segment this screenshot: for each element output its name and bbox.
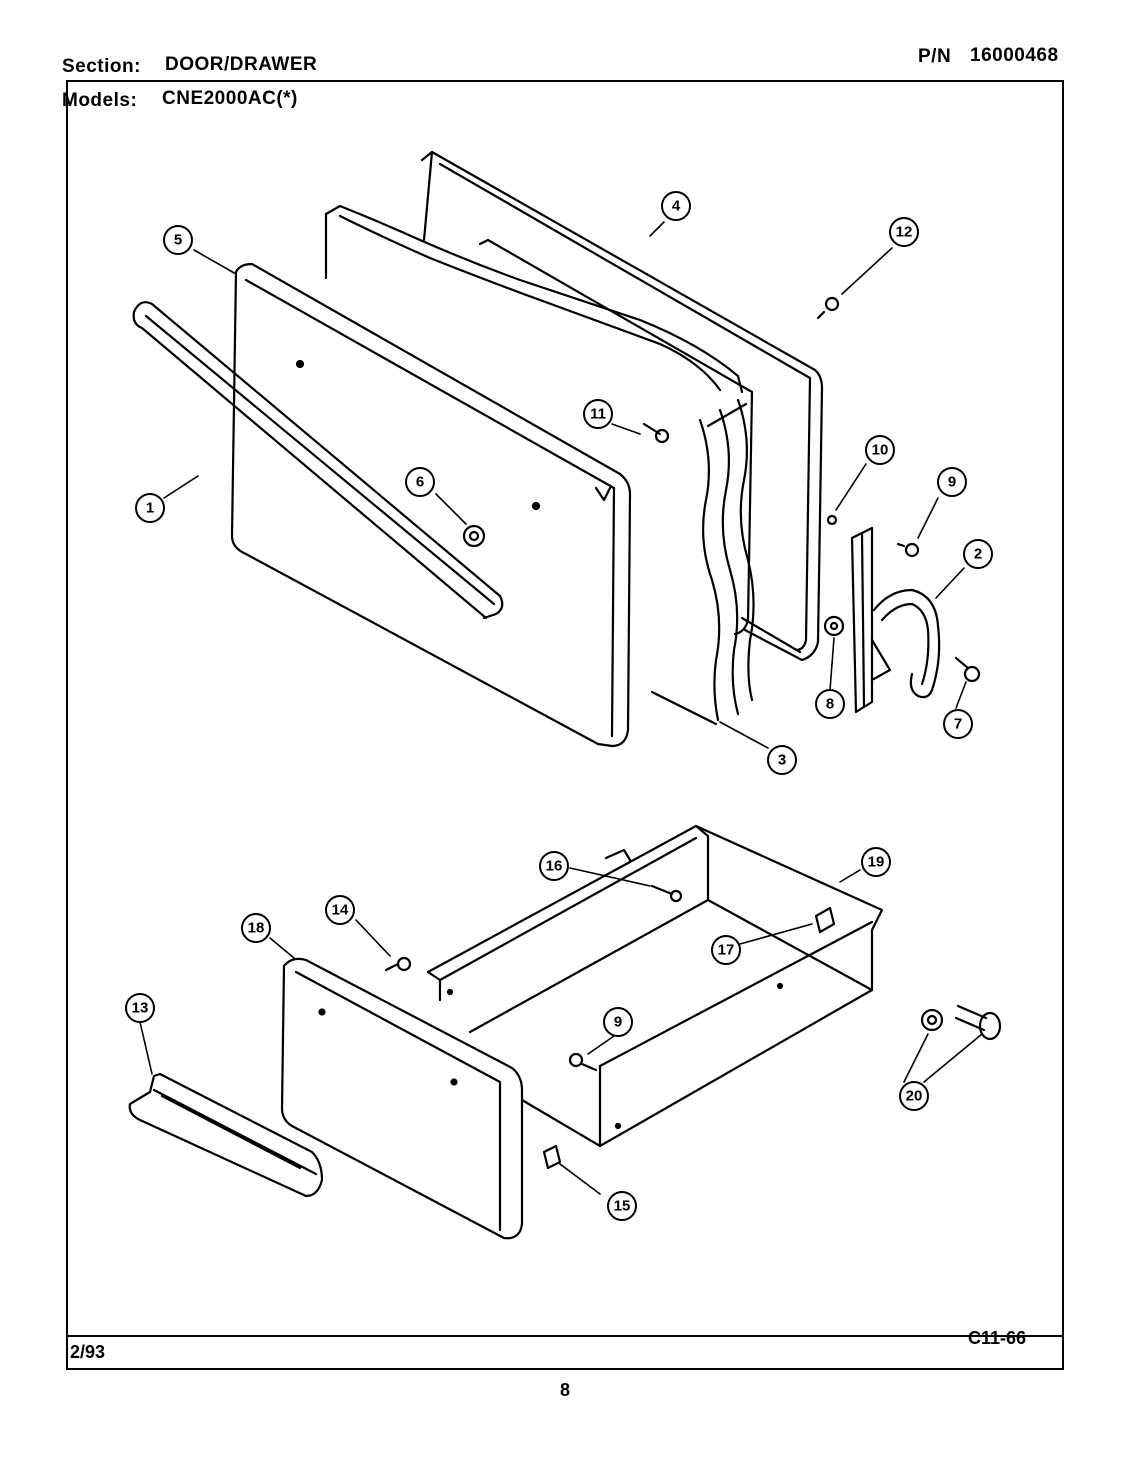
callout-5: 5	[163, 225, 193, 255]
leader-lines	[139, 221, 983, 1195]
part-6-grommet	[462, 524, 486, 548]
part-8-washer	[823, 615, 845, 637]
callout-label: 5	[174, 232, 182, 249]
callout-9-lower: 9	[603, 1007, 633, 1037]
callout-label: 9	[614, 1014, 622, 1031]
part-18-drawer-front	[280, 957, 524, 1240]
callout-label: 19	[868, 854, 885, 871]
callout-label: 11	[590, 406, 606, 423]
part-10-nut	[826, 514, 838, 526]
callout-label: 13	[132, 1000, 149, 1017]
part-15-clip	[542, 1144, 562, 1170]
callout-label: 20	[906, 1088, 923, 1105]
part-13-drawer-handle	[128, 1072, 324, 1198]
callout-label: 9	[948, 474, 956, 491]
part-5-door-panel	[230, 262, 632, 748]
pn-value: 16000468	[970, 45, 1059, 66]
callout-16: 16	[539, 851, 569, 881]
part-7-screw	[954, 656, 981, 683]
part-14-screw	[384, 956, 412, 972]
footer-date: 2/93	[70, 1342, 106, 1362]
callout-label: 10	[872, 442, 889, 459]
part-11-screw	[642, 422, 670, 444]
callout-2: 2	[963, 539, 993, 569]
callout-3: 3	[767, 745, 797, 775]
callout-label: 2	[974, 546, 982, 563]
callout-label: 14	[332, 902, 349, 919]
callout-6: 6	[405, 467, 435, 497]
callout-label: 12	[896, 224, 913, 241]
callout-15: 15	[607, 1191, 637, 1221]
callout-label: 15	[614, 1198, 631, 1215]
footer-divider	[66, 1335, 1064, 1337]
footer-code: C11-66	[968, 1328, 1027, 1348]
part-19-drawer-box	[426, 824, 884, 1148]
callout-4: 4	[661, 191, 691, 221]
callout-label: 16	[546, 858, 563, 875]
callout-19: 19	[861, 847, 891, 877]
callout-1: 1	[135, 493, 165, 523]
callout-label: 6	[416, 474, 424, 491]
callout-14: 14	[325, 895, 355, 925]
callout-label: 18	[248, 920, 265, 937]
section-value: DOOR/DRAWER	[165, 54, 318, 75]
callout-13: 13	[125, 993, 155, 1023]
drawer-tab-rear	[604, 848, 632, 862]
pn-label: P/N	[918, 46, 952, 67]
callout-label: 8	[826, 696, 834, 713]
callout-7: 7	[943, 709, 973, 739]
part-1-handle	[132, 301, 504, 620]
callout-17: 17	[711, 935, 741, 965]
part-17-clip	[814, 906, 836, 934]
callout-8: 8	[815, 689, 845, 719]
callout-12: 12	[889, 217, 919, 247]
part-9-screw-lower	[568, 1052, 598, 1072]
callout-label: 7	[954, 716, 962, 733]
part-4-door-liner	[420, 150, 824, 662]
part-12-screw	[816, 296, 840, 320]
callout-label: 1	[146, 500, 154, 517]
callout-18: 18	[241, 913, 271, 943]
callout-label: 4	[672, 198, 681, 215]
section-label: Section:	[62, 56, 141, 77]
diagram-frame	[66, 80, 1064, 1370]
callout-20: 20	[899, 1081, 929, 1111]
part-9-screw-upper	[896, 542, 920, 558]
callout-10: 10	[865, 435, 895, 465]
part-3-insulation	[324, 204, 755, 726]
models-label: Models:	[62, 90, 138, 111]
callout-label: 3	[778, 752, 786, 769]
callout-11: 11	[583, 399, 613, 429]
part-16-screw	[650, 884, 683, 903]
models-value: CNE2000AC(*)	[162, 88, 298, 109]
callout-9-upper: 9	[937, 467, 967, 497]
callout-label: 17	[718, 942, 735, 959]
page-number: 8	[560, 1380, 571, 1400]
part-20-nut-bolt	[920, 1004, 1002, 1041]
part-2-hinge-spring	[850, 526, 941, 714]
